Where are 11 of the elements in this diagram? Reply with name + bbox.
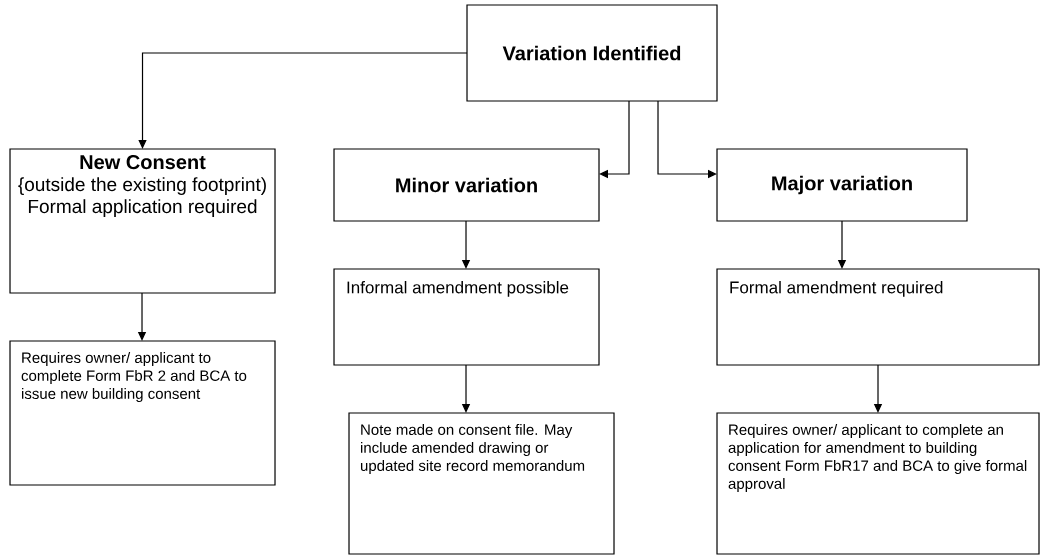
note-box: Requires owner/ applicant to complete an application for amendment to building consent Form FbR17 and BCA to give formal approval	[716, 412, 1040, 555]
process-box: Formal amendment required	[716, 268, 1040, 366]
process-box: Major variation	[716, 148, 968, 222]
arrow	[138, 52, 468, 149]
process-box: New Consent {outside the existing footprint) Formal application required	[9, 148, 276, 294]
process-box: Informal amendment possible	[333, 268, 600, 366]
arrow	[599, 100, 630, 179]
note-box: Note made on consent file. May include amended drawing or updated site record memorandum	[348, 412, 615, 555]
process-box: Variation Identified	[466, 4, 718, 102]
note-box: Requires owner/ applicant to complete Form FbR 2 and BCA to issue new building consent	[9, 340, 276, 486]
process-box: Minor variation	[333, 148, 600, 222]
